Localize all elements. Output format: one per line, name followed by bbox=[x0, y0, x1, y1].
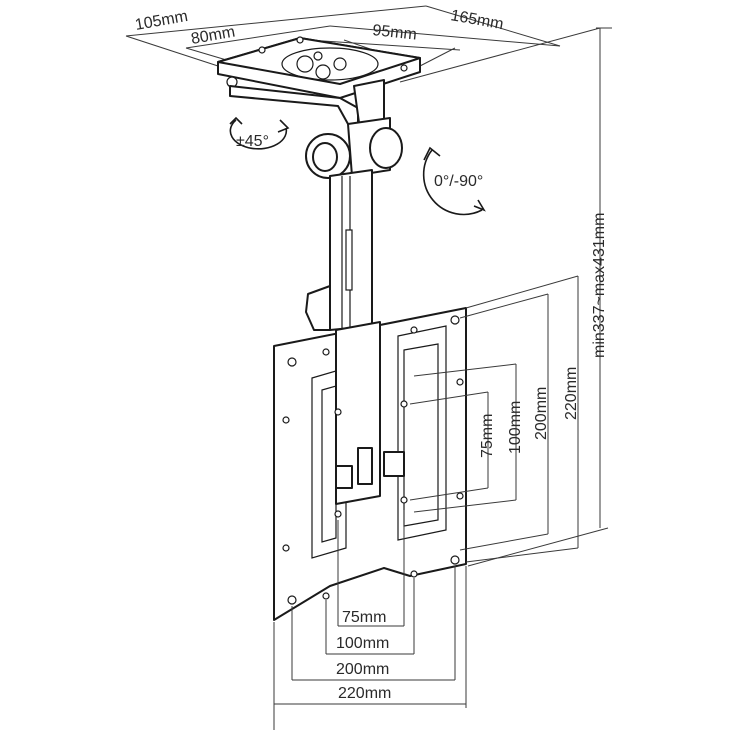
telescopic-pole bbox=[305, 169, 373, 331]
dim-h-220mm: 220mm bbox=[338, 685, 391, 702]
dim-h-75mm: 75mm bbox=[342, 609, 386, 626]
height-dimension-lines bbox=[399, 27, 612, 567]
vesa-plate bbox=[273, 307, 467, 621]
dim-v-200mm: 200mm bbox=[533, 387, 550, 440]
top-dimension-lines bbox=[125, 5, 561, 67]
dim-80mm: 80mm bbox=[190, 23, 237, 47]
swivel-label: ±45° bbox=[236, 133, 269, 150]
dim-v-75mm: 75mm bbox=[479, 414, 496, 458]
dim-v-220mm: 220mm bbox=[563, 367, 580, 420]
dim-165mm: 165mm bbox=[449, 7, 505, 33]
upper-arm bbox=[229, 79, 403, 179]
dim-95mm: 95mm bbox=[372, 22, 418, 44]
dim-v-100mm: 100mm bbox=[507, 401, 524, 454]
horizontal-vesa-dimension-lines bbox=[273, 510, 467, 730]
tilt-arrow-icon bbox=[422, 146, 486, 216]
tilt-label: 0°/-90° bbox=[434, 173, 483, 190]
dim-h-100mm: 100mm bbox=[336, 635, 389, 652]
dim-height-range: min337~max431mm bbox=[591, 213, 608, 358]
dim-h-200mm: 200mm bbox=[336, 661, 389, 678]
vertical-vesa-dimension-lines bbox=[409, 275, 579, 563]
swivel-arrow-icon bbox=[229, 116, 290, 150]
